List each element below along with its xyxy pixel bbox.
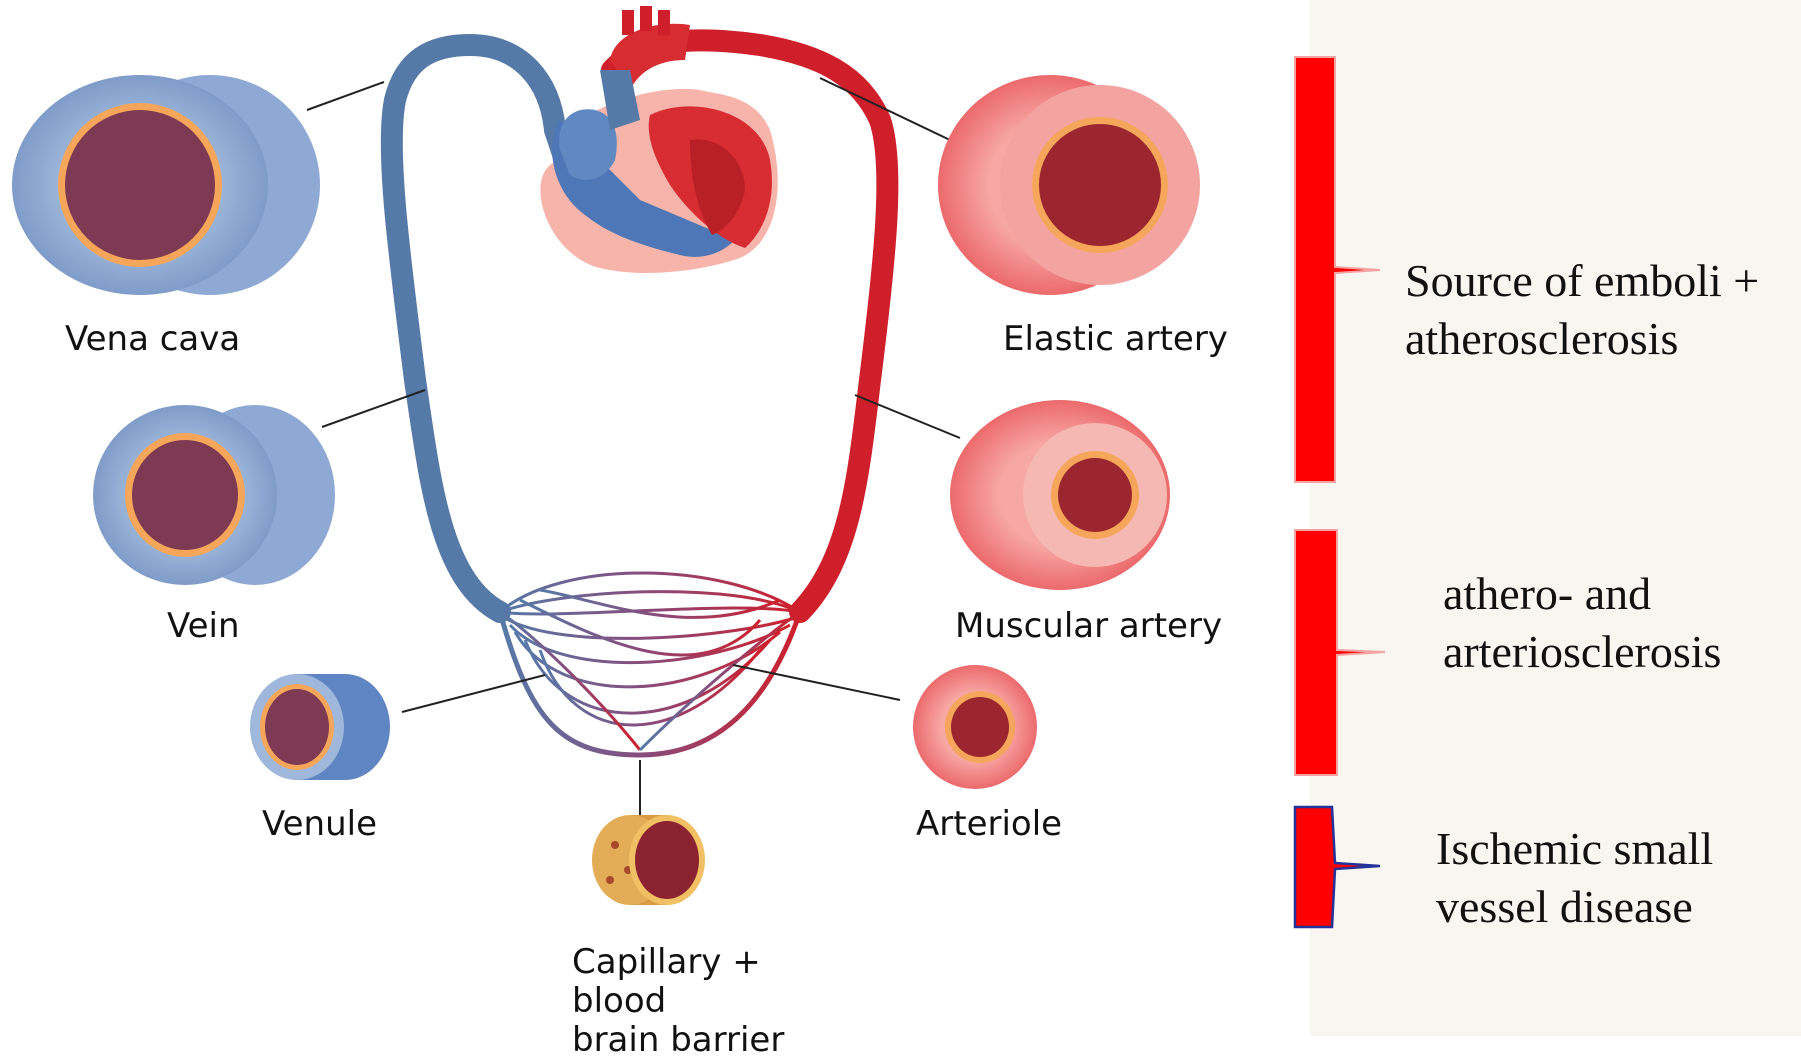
label-arteriole: Arteriole [916,805,1062,844]
diagram-stage: Vena cava Vein Venule Capillary + blood … [0,0,1801,1036]
label-venule: Venule [262,805,377,844]
disease-middle: athero- and arteriosclerosis [1443,565,1721,681]
bracket-bottom-icon [1295,807,1380,927]
vena-cava-icon [12,75,320,295]
label-vena-cava: Vena cava [65,320,240,359]
capillary-network [500,573,800,750]
disease-top: Source of emboli + atherosclerosis [1405,252,1759,368]
disease-middle-line2: arteriosclerosis [1443,623,1721,681]
elastic-artery-icon [938,75,1200,295]
disease-bottom: Ischemic small vessel disease [1436,820,1713,936]
venule-icon [250,674,390,780]
disease-middle-line1: athero- and [1443,565,1721,623]
disease-top-line2: atherosclerosis [1405,310,1759,368]
capillary-loop [500,612,800,755]
label-capillary-line2: brain barrier [572,1020,784,1060]
arteriole-icon [913,665,1037,789]
label-elastic-artery: Elastic artery [1003,320,1228,359]
bracket-middle-icon [1295,530,1385,775]
label-capillary: Capillary + blood brain barrier [572,943,862,1060]
vein-icon [93,405,335,585]
bracket-top-icon [1295,57,1380,482]
muscular-artery-icon [950,400,1170,590]
disease-bottom-line1: Ischemic small [1436,820,1713,878]
label-muscular-artery: Muscular artery [955,607,1222,646]
label-vein: Vein [167,607,240,646]
disease-bottom-line2: vessel disease [1436,878,1713,936]
disease-top-line1: Source of emboli + [1405,252,1759,310]
capillary-icon [592,815,705,905]
venous-tube [392,45,565,612]
label-capillary-line1: Capillary + blood [572,942,761,1021]
